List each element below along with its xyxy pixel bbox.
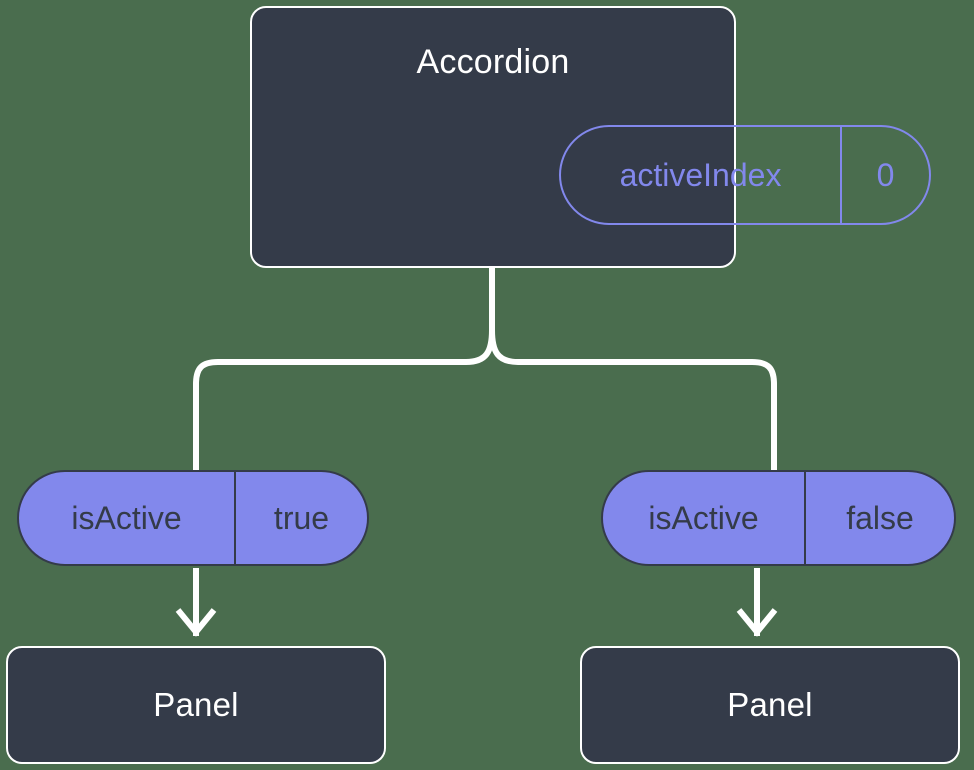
- prop-pill-isactive-true[interactable]: isActive true: [17, 470, 369, 566]
- state-pill-activeindex-value: 0: [876, 157, 895, 193]
- node-panel-left-label: Panel: [153, 685, 239, 723]
- node-panel-right-label: Panel: [727, 685, 813, 723]
- state-pill-activeindex[interactable]: activeIndex 0: [559, 125, 931, 225]
- node-accordion[interactable]: Accordion activeIndex 0: [250, 6, 931, 268]
- prop-pill-isactive-false-value: false: [846, 500, 914, 536]
- edge-fork-right: [489, 327, 777, 473]
- arrowhead-left: [175, 608, 217, 637]
- prop-pill-isactive-true-key: isActive: [19, 472, 236, 564]
- node-accordion-label: Accordion: [416, 43, 570, 81]
- prop-pill-isactive-false-key: isActive: [603, 472, 806, 564]
- state-pill-activeindex-key: activeIndex: [561, 127, 842, 223]
- node-panel-right[interactable]: Panel: [580, 646, 960, 764]
- prop-pill-isactive-false[interactable]: isActive false: [601, 470, 956, 566]
- node-panel-left[interactable]: Panel: [6, 646, 386, 764]
- prop-pill-isactive-true-value: true: [273, 500, 330, 536]
- edge-fork-left: [193, 327, 495, 473]
- arrowhead-right: [736, 608, 778, 637]
